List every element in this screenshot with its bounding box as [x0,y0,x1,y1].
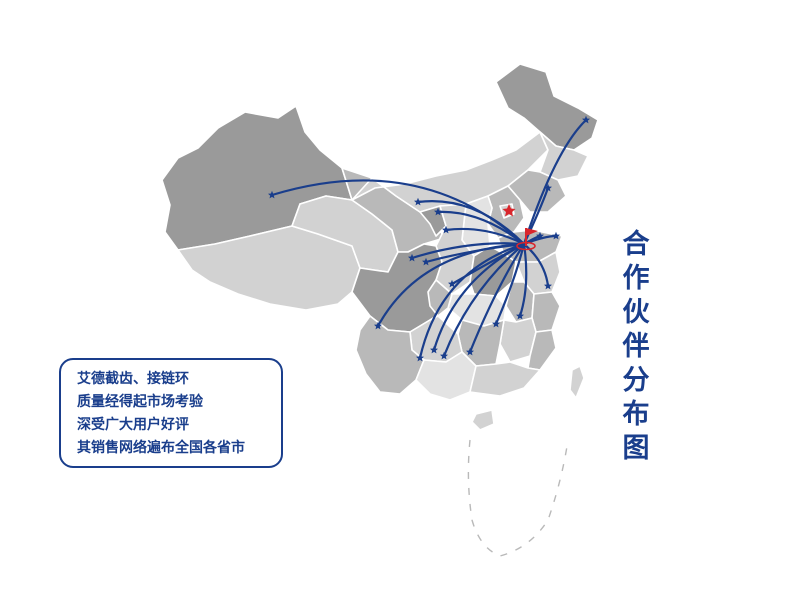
partner-star [268,190,276,199]
partner-star [582,115,590,124]
province-jilin [539,131,589,181]
partner-star [374,321,382,330]
province-guangdong [469,361,541,397]
partner-star [544,281,552,290]
partner-star [442,225,450,234]
route-line [410,242,526,260]
info-line: 其销售网络遍布全国各省市 [77,440,245,456]
province-hainan [471,409,495,431]
route-line [416,200,526,246]
title-char: 伴 [622,331,650,362]
partner-star [416,353,424,362]
partner-star [414,197,422,206]
title-char: 图 [622,433,650,464]
route-line [522,242,550,288]
title-char: 合 [622,229,650,260]
partner-star [516,311,524,320]
info-line: 深受广大用户好评 [77,417,189,433]
province-taiwan [569,365,585,399]
route-line [376,242,526,328]
south-china-sea-boundary [467,439,569,557]
route-line [442,242,526,358]
route-line [432,242,526,352]
partner-star [430,345,438,354]
partner-star [536,231,544,240]
province-shaanxi [435,203,475,295]
partner-star [552,231,560,240]
info-line: 艾德截齿、接链环 [77,371,189,387]
distribution-routes [270,118,588,360]
route-line [436,210,526,246]
info-box: 艾德截齿、接链环 质量经得起市场考验 深受广大用户好评 其销售网络遍布全国各省市 [59,358,283,468]
route-line [518,242,528,318]
province-yunnan [355,315,425,395]
partner-star [492,319,500,328]
route-line [418,242,526,360]
title-char: 分 [622,365,650,396]
partner-star [466,347,474,356]
title-char: 伙 [622,297,650,328]
route-line [494,242,526,326]
route-line [468,242,526,354]
title-char: 布 [622,399,650,430]
hub-flag [516,228,538,251]
title-char: 作 [622,263,650,294]
vertical-title: 合 作 伙 伴 分 布 图 [616,228,656,466]
province-inner-mongolia [351,131,549,213]
partner-star [408,253,416,262]
province-zhejiang [531,291,561,333]
route-line [444,227,526,246]
partner-star [448,279,456,288]
province-shapes [161,63,599,431]
partner-star [544,183,552,192]
route-line [522,118,588,246]
partner-star [422,257,430,266]
partner-star [434,207,442,216]
beijing-star [502,204,516,217]
partner-star [440,351,448,360]
info-line: 质量经得起市场考验 [77,394,203,410]
province-heilongjiang [495,63,599,151]
partner-stars [268,115,590,362]
